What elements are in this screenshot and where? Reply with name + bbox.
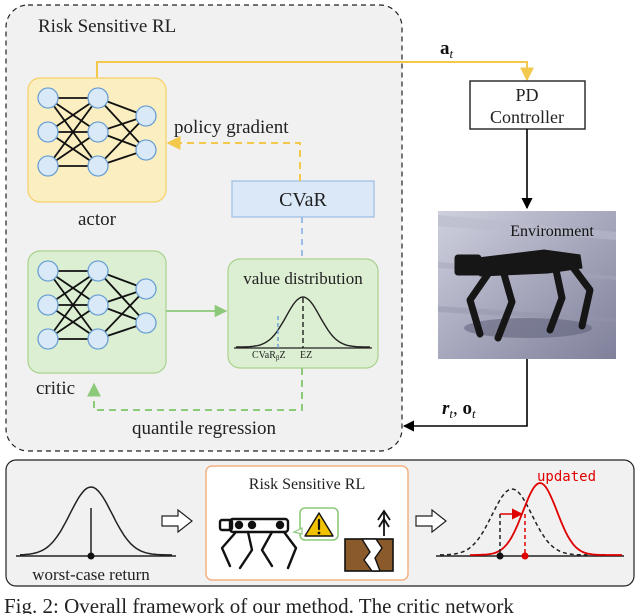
actor-label: actor xyxy=(78,209,117,230)
ud-old-dot xyxy=(496,552,504,560)
reward-observation-label: rt, ot xyxy=(442,398,476,421)
critic-node xyxy=(87,260,109,282)
value-distribution-label: value distribution xyxy=(243,269,363,288)
critic-node xyxy=(37,328,59,350)
wc-dot xyxy=(87,552,95,560)
flow-arrow-1 xyxy=(161,508,193,534)
actor-edge xyxy=(97,115,147,167)
policy-gradient-label: policy gradient xyxy=(174,117,289,138)
pd-controller-box xyxy=(469,80,586,130)
actor-node xyxy=(37,155,59,177)
vd-cvar-text: CVaRβZ xyxy=(252,350,286,362)
actor-node xyxy=(135,139,157,161)
inner-risk-title: Risk Sensitive RL xyxy=(249,476,365,493)
critic-node xyxy=(87,294,109,316)
updated-label: updated xyxy=(537,469,596,485)
ud-new-dot xyxy=(521,552,529,560)
critic-network xyxy=(27,250,167,374)
ud-curve-updated xyxy=(470,482,622,556)
actor-edges xyxy=(37,87,157,177)
vd-mean-text: EZ xyxy=(300,350,312,361)
action-label: at xyxy=(440,38,454,61)
actor-node xyxy=(37,121,59,143)
environment-label: Environment xyxy=(510,223,594,240)
ud-curve-original xyxy=(440,488,590,556)
critic-edge xyxy=(47,270,99,340)
reward-observation-arrow xyxy=(402,359,528,432)
cvar-box xyxy=(231,180,375,218)
hazard-icon xyxy=(344,509,394,572)
updated-distribution-plot xyxy=(436,482,624,560)
action-arrow xyxy=(96,61,534,82)
actor-node xyxy=(87,121,109,143)
vd-curve xyxy=(236,296,370,348)
quantile-regression-label: quantile regression xyxy=(132,418,277,439)
warning-icon xyxy=(292,507,339,541)
wc-curve xyxy=(19,486,173,556)
critic-node xyxy=(135,312,157,334)
pd-controller-line1: PD xyxy=(515,85,538,105)
pd-controller-line2: Controller xyxy=(490,107,564,127)
policy-gradient-arrow xyxy=(166,136,301,181)
flow-arrow-2 xyxy=(415,508,447,534)
actor-network xyxy=(27,77,167,203)
cvar-label: CVaR xyxy=(279,189,327,211)
worst-case-plot xyxy=(16,486,176,560)
actor-node xyxy=(37,87,59,109)
actor-node xyxy=(87,155,109,177)
critic-label: critic xyxy=(36,378,75,399)
robot-icon xyxy=(218,517,298,570)
value-distribution-plot: CVaRβZ EZ xyxy=(234,296,372,362)
critic-edge xyxy=(97,288,147,340)
worst-case-label: worst-case return xyxy=(32,565,150,584)
actor-node xyxy=(87,87,109,109)
critic-node xyxy=(135,278,157,300)
environment-image xyxy=(438,211,616,359)
quadruped-robot-photo xyxy=(454,249,594,342)
quantile-regression-arrow xyxy=(87,368,303,411)
critic-node xyxy=(87,328,109,350)
figure-caption: Fig. 2: Overall framework of our method.… xyxy=(4,594,514,614)
critic-edges xyxy=(37,260,157,350)
actor-edge xyxy=(47,97,99,167)
risk-panel-title: Risk Sensitive RL xyxy=(38,16,176,37)
actor-node xyxy=(135,105,157,127)
critic-node xyxy=(37,294,59,316)
critic-node xyxy=(37,260,59,282)
